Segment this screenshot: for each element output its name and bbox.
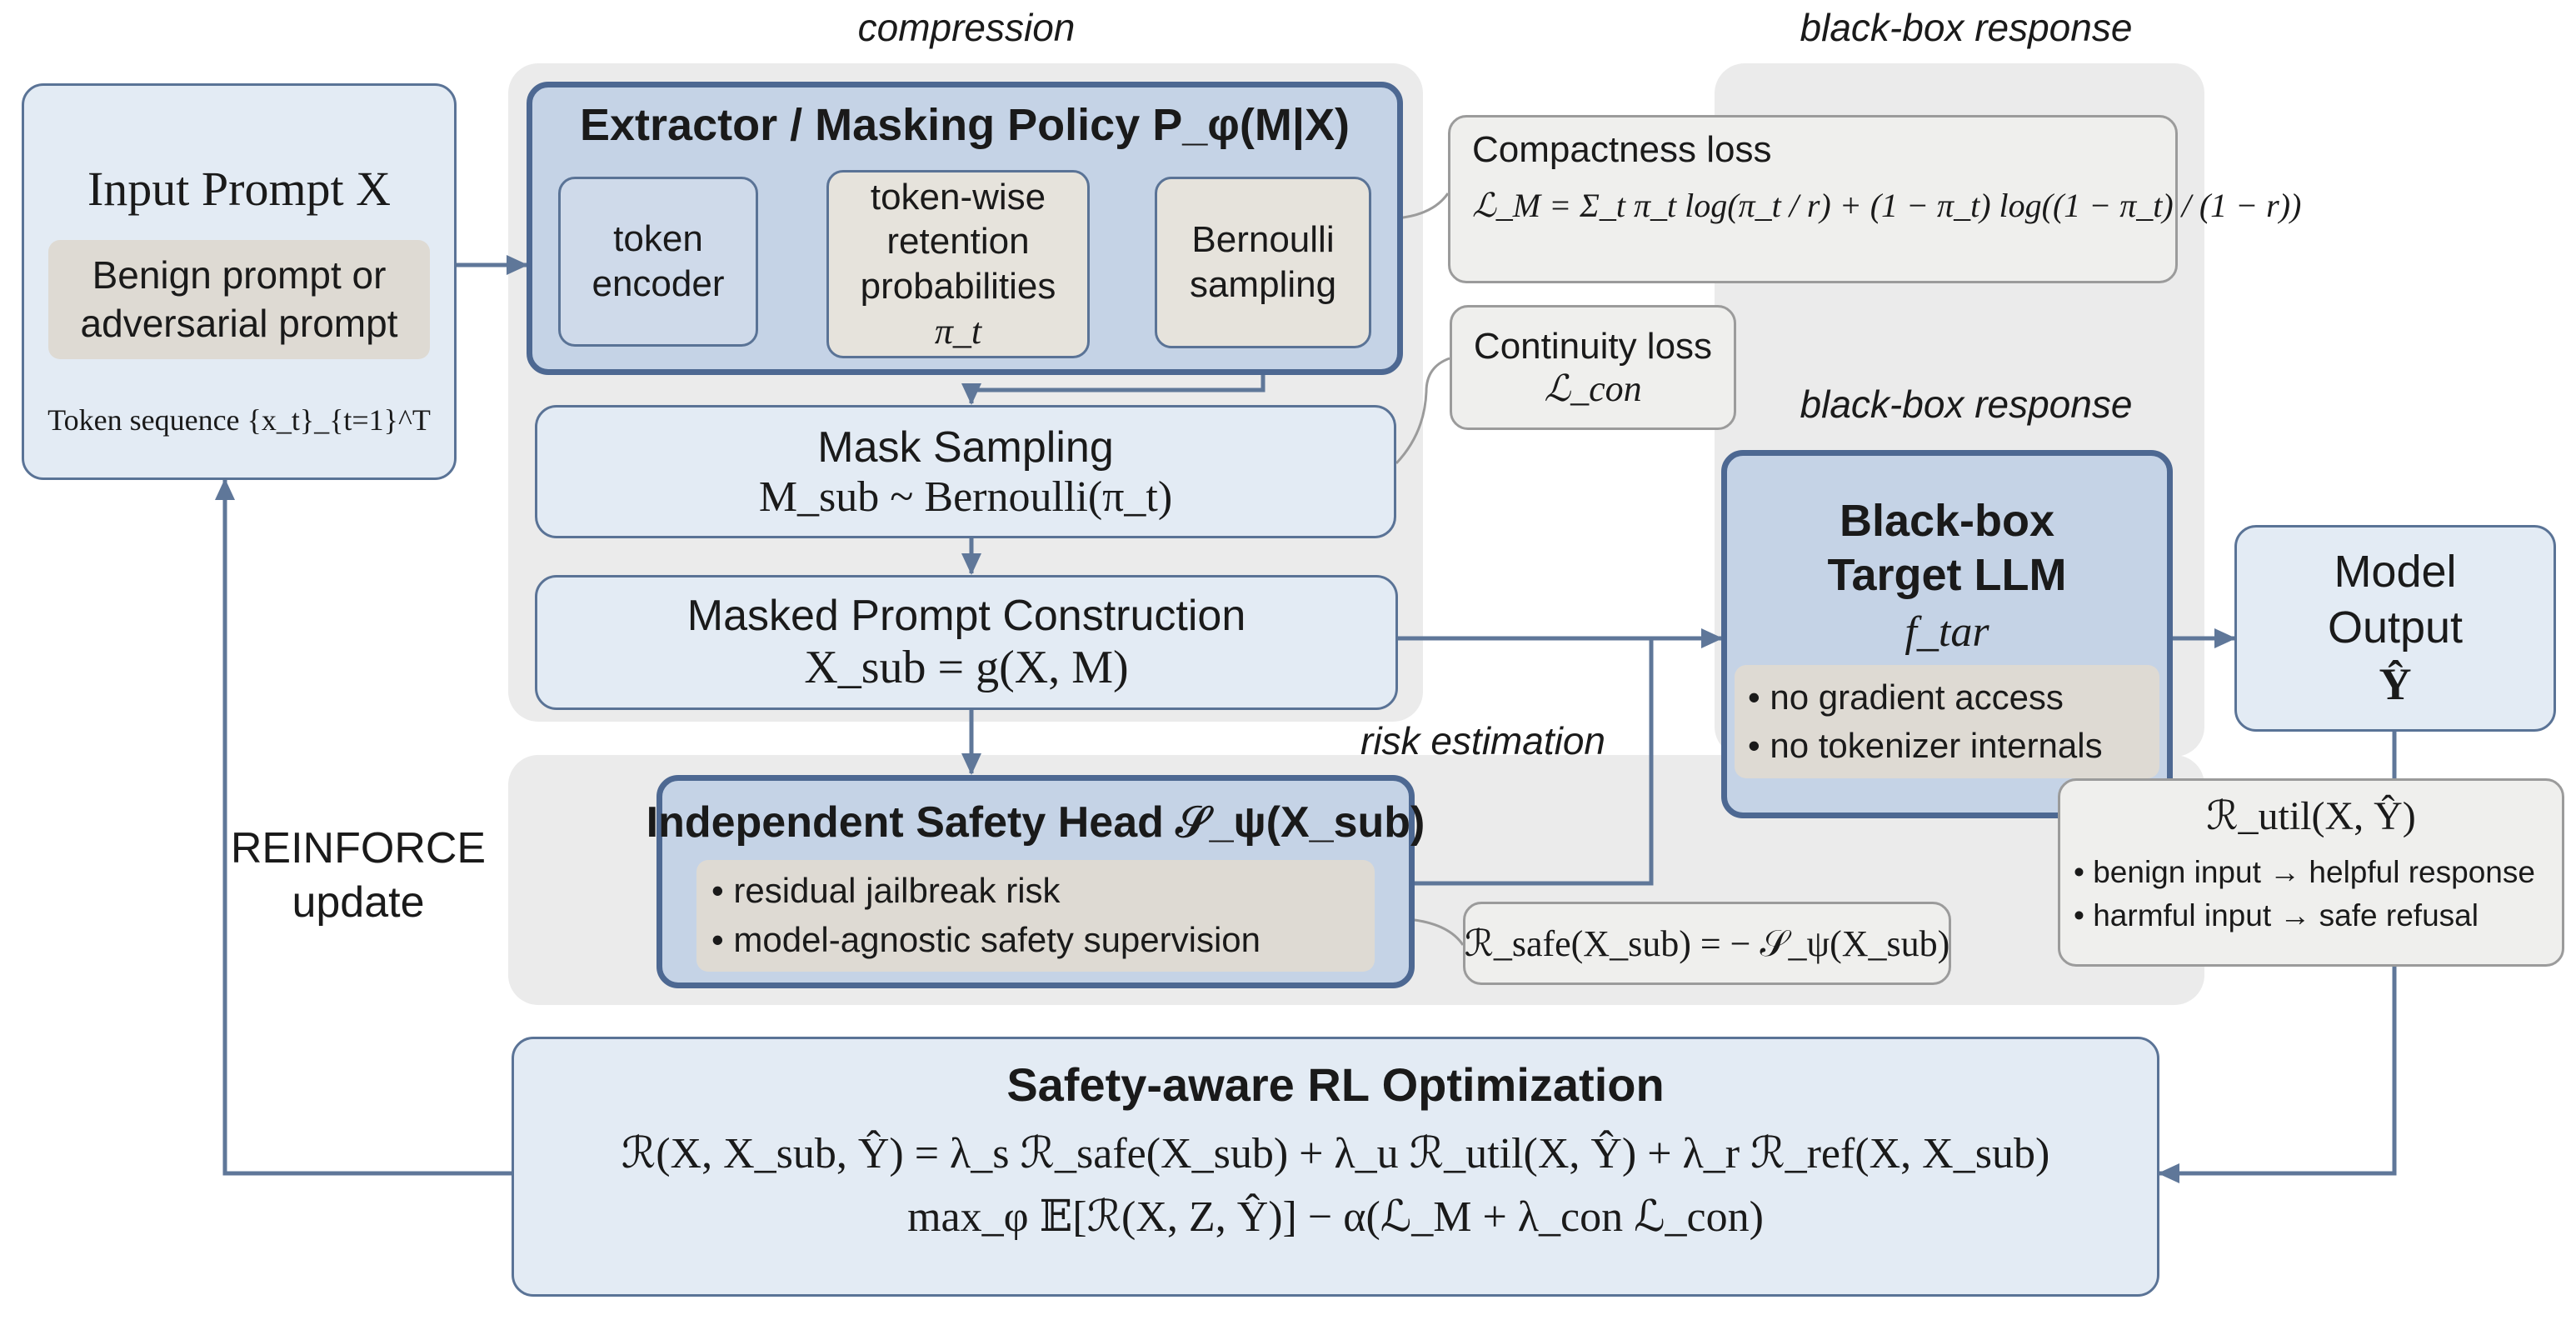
mask-sampling-box: Mask Sampling M_sub ~ Bernoulli(π_t) [535,405,1396,538]
target-llm-title-line2: Target LLM [1827,549,2067,600]
input-subtitle: Benign prompt or adversarial prompt [48,240,430,359]
token-sequence: Token sequence {x_t}_{t=1}^T [47,403,431,437]
input-title: Input Prompt X [87,162,392,216]
arrow-reinforce-to-input [215,478,512,1176]
safety-bullet-2: • model-agnostic safety supervision [711,919,1261,959]
reinforce-label: REINFORCE update [208,822,508,930]
connector-extractor-to-compactness [1395,192,1450,220]
util-reward-bullets: • benign input → helpful response • harm… [2074,851,2549,938]
retention-probabilities-box: token-wise retention probabilities π_t [826,170,1090,358]
reinforce-line1: REINFORCE [230,824,487,872]
util-reward-box: ℛ_util(X, Ŷ) • benign input → helpful re… [2058,778,2564,967]
retention-line1: token-wise [870,176,1046,218]
blackbox-response-label: black-box response [1800,382,2133,426]
safety-head-bullets: • residual jailbreak risk • model-agnost… [696,860,1375,972]
blackbox-response-label-top: black-box response [1800,6,2133,49]
arrow-util-to-rl [2158,967,2397,1183]
safety-bullet-1: • residual jailbreak risk [711,871,1061,910]
continuity-formula: ℒ_con [1544,368,1642,409]
connector-safety-to-saferwd [1414,918,1465,946]
retention-line2: retention [886,221,1030,262]
model-output-line1: Model [2334,546,2457,597]
target-llm-title-line1: Black-box [1839,496,2055,546]
continuity-loss-box: Continuity loss ℒ_con [1450,305,1736,430]
retention-symbol: π_t [934,310,982,352]
bernoulli-sampling-box: Bernoulli sampling [1155,177,1371,348]
masked-prompt-formula: X_sub = g(X, M) [804,642,1129,693]
safe-reward-formula: ℛ_safe(X_sub) = − 𝒮_ψ(X_sub) [1464,922,1950,964]
target-llm-symbol: f_tar [1905,608,1989,656]
connector-safety-to-llm [1415,638,1654,886]
connector-mask-to-continuity [1395,357,1450,465]
compression-label: compression [857,6,1076,49]
input-prompt-box: Input Prompt X Benign prompt or adversar… [22,83,457,480]
compactness-formula: ℒ_M = Σ_t π_t log(π_t / r) + (1 − π_t) l… [1472,187,2302,224]
compactness-loss-box: Compactness loss ℒ_M = Σ_t π_t log(π_t /… [1448,115,2302,283]
token-encoder-box: token encoder [558,177,758,347]
masked-prompt-box: Masked Prompt Construction X_sub = g(X, … [535,575,1398,710]
extractor-title: Extractor / Masking Policy P_φ(M|X) [580,100,1350,150]
retention-line3: probabilities [860,266,1056,307]
safety-head-title: Independent Safety Head 𝒮_ψ(X_sub) [646,798,1425,847]
safe-reward-box: ℛ_safe(X_sub) = − 𝒮_ψ(X_sub) [1463,902,1951,985]
token-encoder-line1: token [613,218,703,260]
target-llm-bullets: • no gradient access • no tokenizer inte… [1735,664,2159,778]
compactness-title: Compactness loss [1472,129,1772,170]
bernoulli-line1: Bernoulli [1191,219,1335,261]
target-llm-box: Black-box Target LLM f_tar • no gradient… [1721,450,2173,818]
bernoulli-line2: sampling [1189,264,1337,305]
model-output-symbol: Ŷ [2379,658,2412,709]
rl-optimization-box: Safety-aware RL Optimization ℛ(X, X_sub,… [512,1037,2159,1297]
rl-formula-2: max_φ 𝔼[ℛ(X, Z, Ŷ)] − α(ℒ_M + λ_con ℒ_co… [907,1193,1764,1241]
continuity-title: Continuity loss [1473,325,1713,367]
risk-estimation-label: risk estimation [1360,719,1605,762]
input-subtitle-line1: Benign prompt or [92,253,387,297]
util-bullet-2: • harmful input → safe refusal [2074,898,2479,932]
reinforce-line2: update [292,878,425,927]
target-llm-bullet-2: • no tokenizer internals [1748,725,2103,765]
rl-formula-1: ℛ(X, X_sub, Ŷ) = λ_s ℛ_safe(X_sub) + λ_u… [621,1130,2050,1178]
masked-prompt-title: Masked Prompt Construction [686,592,1246,640]
util-reward-formula: ℛ_util(X, Ŷ) [2206,794,2416,838]
input-subtitle-line2: adversarial prompt [80,301,398,345]
safety-head-box: Independent Safety Head 𝒮_ψ(X_sub) • res… [646,775,1425,988]
util-bullet-1: • benign input → helpful response [2074,855,2535,889]
model-output-line2: Output [2327,602,2464,653]
target-llm-bullet-1: • no gradient access [1748,677,2064,717]
token-encoder-line2: encoder [592,263,725,304]
mask-sampling-title: Mask Sampling [817,422,1114,472]
rl-title: Safety-aware RL Optimization [1006,1058,1665,1111]
mask-sampling-formula: M_sub ~ Bernoulli(π_t) [758,472,1173,521]
model-output-box: Model Output Ŷ [2234,525,2556,732]
